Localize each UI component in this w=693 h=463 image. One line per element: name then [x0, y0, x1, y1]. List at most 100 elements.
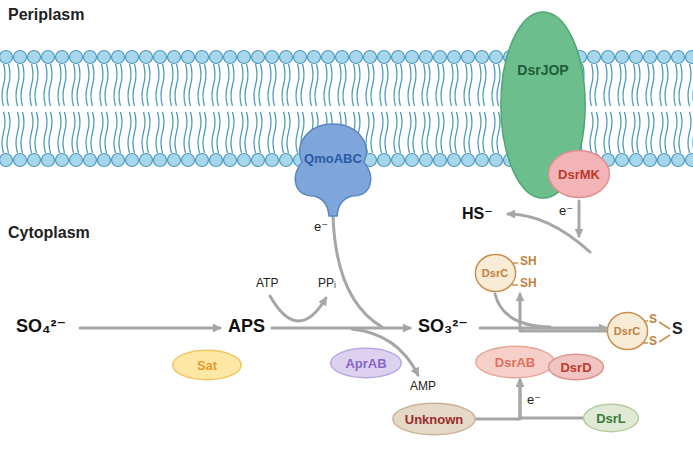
- lipid-head: [154, 51, 167, 64]
- lipid-tail: [161, 64, 164, 106]
- lipid-tail: [7, 112, 10, 153]
- lipid-tail: [483, 64, 486, 106]
- lipid-tail: [30, 112, 33, 153]
- lipid-tail: [240, 112, 243, 153]
- lipid-tail: [357, 64, 360, 106]
- node-outline: [607, 312, 647, 349]
- lipid-head: [154, 154, 167, 167]
- lipid-head: [462, 51, 475, 64]
- lipid-tail: [623, 64, 626, 106]
- lipid-tail: [217, 64, 220, 106]
- lipid-tail: [119, 112, 122, 153]
- lipid-tail: [604, 112, 607, 153]
- lipid-tail: [44, 64, 47, 106]
- lipid-tail: [688, 64, 691, 106]
- electron-arrow: [578, 201, 581, 236]
- flow-connector: [476, 380, 520, 419]
- lipid-head: [630, 51, 643, 64]
- sulfur-label: S: [672, 320, 683, 338]
- electron-arrow: [333, 216, 382, 327]
- lipid-head: [686, 51, 693, 64]
- lipid-tail: [590, 64, 593, 106]
- node-label: QmoABC: [304, 151, 362, 166]
- lipid-tail: [385, 64, 388, 106]
- lipid-head: [98, 154, 111, 167]
- lipid-tail: [259, 112, 262, 153]
- lipid-tail: [198, 64, 201, 106]
- lipid-head: [70, 51, 83, 64]
- lipid-tail: [380, 112, 383, 153]
- lipid-tail: [156, 112, 159, 153]
- lipid-head: [280, 51, 293, 64]
- lipid-tail: [86, 112, 89, 153]
- lipid-head: [28, 154, 41, 167]
- lipid-tail: [422, 112, 425, 153]
- carrier-ellipse: DsrC: [607, 312, 648, 350]
- lipid-tail: [324, 64, 327, 106]
- lipid-head: [252, 154, 265, 167]
- lipid-tail: [492, 112, 495, 153]
- lipid-tail: [371, 64, 374, 106]
- lipid-head: [448, 51, 461, 64]
- lipid-tail: [170, 64, 173, 106]
- lipid-tail: [287, 112, 290, 153]
- lipid-tail: [282, 64, 285, 106]
- lipid-head: [196, 154, 209, 167]
- lipid-head: [476, 51, 489, 64]
- lipid-head: [364, 51, 377, 64]
- lipid-tail: [478, 112, 481, 153]
- lipid-tail: [637, 112, 640, 153]
- lipid-tail: [128, 112, 131, 153]
- lipid-head: [602, 51, 615, 64]
- lipid-tail: [343, 64, 346, 106]
- metabolite-label: SO₄²⁻: [16, 316, 66, 337]
- node-outline: [584, 404, 639, 431]
- lipid-tail: [2, 64, 5, 106]
- lipid-tail: [679, 112, 682, 153]
- lipid-head: [14, 154, 27, 167]
- lipid-head: [378, 51, 391, 64]
- node-outline: [549, 150, 610, 197]
- lipid-tail: [329, 64, 332, 106]
- node-outline: [331, 348, 402, 377]
- enzyme-ellipse: Sat: [172, 350, 242, 380]
- lipid-head: [252, 51, 265, 64]
- lipid-tail: [665, 64, 668, 106]
- lipid-tail: [651, 64, 654, 106]
- lipid-head: [616, 51, 629, 64]
- lipid-tail: [646, 112, 649, 153]
- lipid-tail: [637, 64, 640, 106]
- node-outline: [173, 350, 242, 379]
- lipid-head: [126, 154, 139, 167]
- lipid-tail: [114, 112, 117, 153]
- node-label: Unknown: [405, 412, 464, 427]
- lipid-head: [462, 154, 475, 167]
- lipid-tail: [254, 112, 257, 153]
- node-shape: [288, 122, 378, 218]
- lipid-tail: [679, 64, 682, 106]
- lipid-tail: [170, 112, 173, 153]
- lipid-tail: [128, 64, 131, 106]
- node-label: AprAB: [345, 356, 386, 371]
- node-label: DsrJOP: [517, 62, 568, 78]
- sulfur-label: S: [649, 313, 657, 327]
- lipid-head: [378, 154, 391, 167]
- carrier-ellipse: DsrC: [475, 254, 516, 292]
- enzyme-ellipse: AprAB: [330, 348, 402, 378]
- metabolite-label: PPᵢ: [318, 277, 336, 291]
- node-label: DsrAB: [495, 355, 535, 370]
- lipid-tail: [674, 112, 677, 153]
- lipid-tail: [231, 112, 234, 153]
- lipid-head: [266, 154, 279, 167]
- lipid-tail: [436, 64, 439, 106]
- lipid-head: [336, 51, 349, 64]
- thiol-label: SH: [520, 255, 537, 269]
- lipid-tail: [674, 64, 677, 106]
- lipid-head: [294, 51, 307, 64]
- node-label: DsrD: [560, 360, 591, 375]
- lipid-tail: [259, 64, 262, 106]
- lipid-tail: [156, 64, 159, 106]
